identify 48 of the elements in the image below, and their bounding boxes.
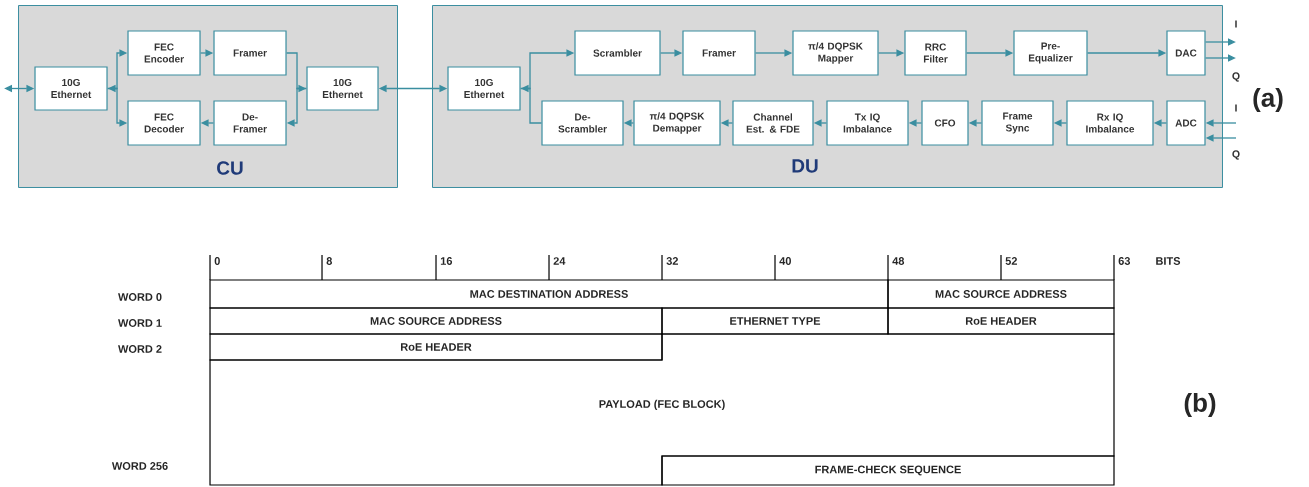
panel-tag: (a) [1253,87,1283,113]
bit-number: 32 [666,257,678,265]
field-cell: MAC DESTINATION ADDRESS [209,279,889,309]
process-box: Scrambler [574,30,661,76]
process-box: Tx IQ Imbalance [826,100,909,146]
process-box: FEC Encoder [127,30,201,76]
process-box: 10G Ethernet [306,66,379,111]
process-box: Framer [682,30,756,76]
word-label: WORD 0 [118,293,162,301]
panel-tag: (b) [1184,392,1216,418]
process-box: FEC Decoder [127,100,201,146]
process-box: Rx IQ Imbalance [1066,100,1154,146]
process-box: π/4 DQPSK Demapper [633,100,721,146]
bit-number: 8 [326,257,332,265]
word-label: WORD 256 [111,462,168,470]
field-cell: MAC SOURCE ADDRESS [887,279,1115,309]
process-box: 10G Ethernet [447,66,521,111]
edge-label: I [1235,104,1237,112]
word-label: WORD 2 [118,345,162,353]
bit-number: 40 [779,257,791,265]
process-box: RRC Filter [904,30,967,76]
edge-label: Q [1232,150,1240,160]
word-label: WORD 1 [118,319,162,327]
bit-number: 63 [1118,257,1131,265]
process-box: CFO [921,100,969,146]
process-box: DAC [1166,30,1206,76]
field-cell: MAC SOURCE ADDRESS [209,307,663,335]
edge-label: I [1235,20,1237,28]
bit-number: 48 [892,257,905,265]
field-cell: FRAME-CHECK SEQUENCE [661,455,1115,486]
bit-number: 24 [553,257,566,265]
process-box: Frame Sync [981,100,1054,146]
bit-number: 16 [440,257,453,265]
edge-label: Q [1232,72,1240,82]
bit-number: 0 [214,257,220,265]
process-box: Framer [213,30,287,76]
axis-title: BITS [1156,257,1181,265]
process-box: De-Scrambler [541,100,624,146]
process-box: 10G Ethernet [34,66,108,111]
field-cell: RoE HEADER [209,333,663,361]
process-box: π/4 DQPSK Mapper [792,30,879,76]
process-box: ADC [1166,100,1206,146]
field-cell: RoE HEADER [887,307,1115,335]
process-box: De-Framer [213,100,287,146]
process-box: Channel Est. & FDE [732,100,814,146]
bit-number: 52 [1005,257,1017,265]
process-box: Pre-Equalizer [1013,30,1088,76]
field-cell: ETHERNET TYPE [661,307,889,335]
